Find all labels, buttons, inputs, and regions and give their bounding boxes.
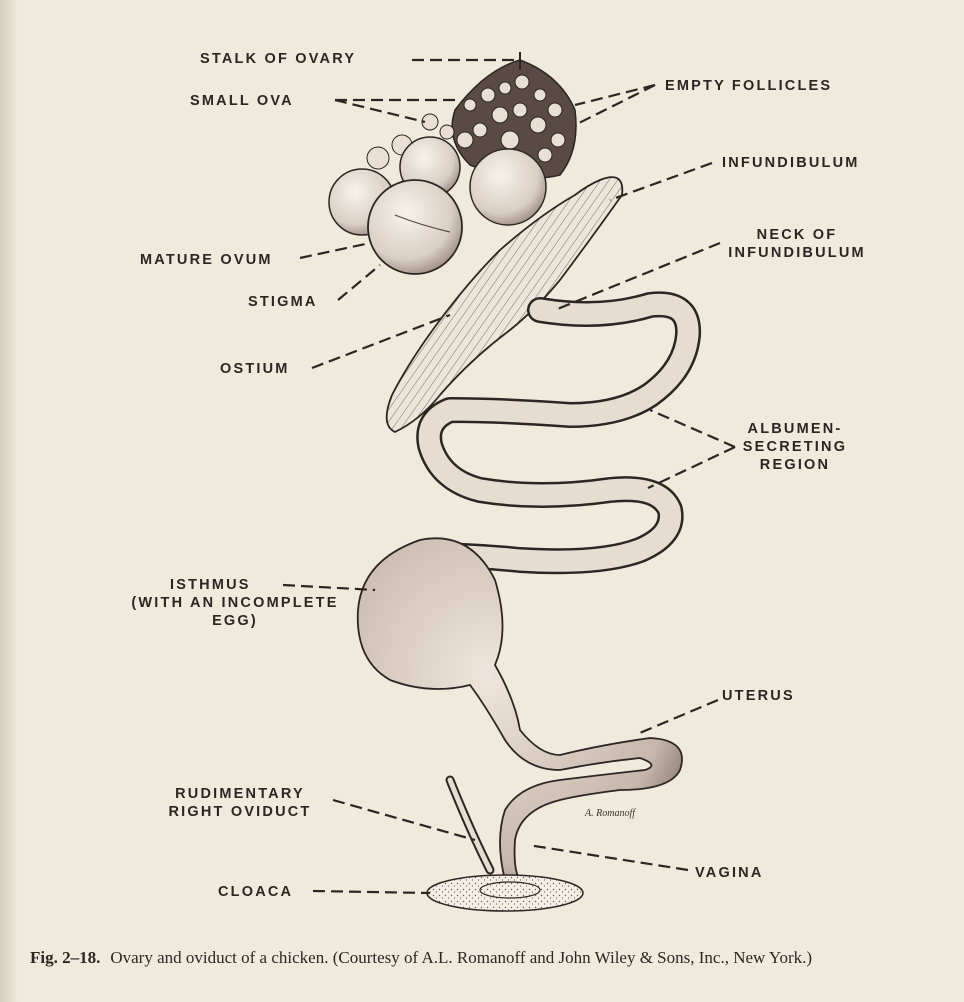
figure-number: Fig. 2–18.: [30, 948, 100, 967]
label-rudimentary-line2: RIGHT OVIDUCT: [150, 803, 330, 821]
label-infundibulum: INFUNDIBULUM: [722, 154, 860, 172]
leader-cloaca: [313, 891, 430, 893]
label-isthmus-line1: ISTHMUS: [130, 576, 340, 594]
label-albumen-secreting-region: ALBUMEN- SECRETING REGION: [735, 420, 855, 474]
leader-empty-follicles-1: [575, 85, 655, 105]
label-empty-follicles: EMPTY FOLLICLES: [665, 77, 832, 95]
figure-caption: Fig. 2–18. Ovary and oviduct of a chicken…: [30, 948, 960, 968]
label-vagina: VAGINA: [695, 864, 764, 882]
leader-small-ova-2: [335, 100, 425, 122]
leader-infundibulum: [610, 163, 712, 200]
ovum-right: [470, 149, 546, 225]
leader-rudimentary-oviduct: [333, 800, 475, 840]
leader-uterus: [635, 700, 718, 735]
label-isthmus-line2: (WITH AN INCOMPLETE: [130, 594, 340, 612]
label-rudimentary-line1: RUDIMENTARY: [150, 785, 330, 803]
label-neck-line1: NECK OF: [722, 226, 872, 244]
label-small-ova: SMALL OVA: [190, 92, 294, 110]
leader-mature-ovum: [300, 243, 370, 258]
label-albumen-line1: ALBUMEN-: [735, 420, 855, 438]
label-rudimentary-right-oviduct: RUDIMENTARY RIGHT OVIDUCT: [150, 785, 330, 821]
artist-signature: A. Romanoff: [585, 808, 635, 819]
leader-stigma: [338, 265, 380, 300]
label-isthmus: ISTHMUS (WITH AN INCOMPLETE EGG): [130, 576, 340, 630]
leader-albumen-1: [650, 410, 735, 447]
label-neck-of-infundibulum: NECK OF INFUNDIBULUM: [722, 226, 872, 262]
leader-albumen-2: [648, 447, 735, 488]
label-stigma: STIGMA: [248, 293, 318, 311]
label-stalk-of-ovary: STALK OF OVARY: [200, 50, 356, 68]
label-neck-line2: INFUNDIBULUM: [722, 244, 872, 262]
label-albumen-line3: REGION: [735, 456, 855, 474]
caption-text: Ovary and oviduct of a chicken. (Courtes…: [110, 948, 812, 967]
cloaca: [427, 875, 583, 911]
label-isthmus-line3: EGG): [130, 612, 340, 630]
mature-ovum: [368, 180, 462, 274]
label-albumen-line2: SECRETING: [735, 438, 855, 456]
isthmus-uterus-vagina: [358, 538, 682, 880]
label-mature-ovum: MATURE OVUM: [140, 251, 273, 269]
leader-empty-follicles-2: [575, 85, 655, 125]
leader-vagina: [528, 845, 688, 870]
label-ostium: OSTIUM: [220, 360, 290, 378]
label-cloaca: CLOACA: [218, 883, 293, 901]
label-uterus: UTERUS: [722, 687, 795, 705]
rudimentary-right-oviduct-fill: [450, 780, 490, 870]
